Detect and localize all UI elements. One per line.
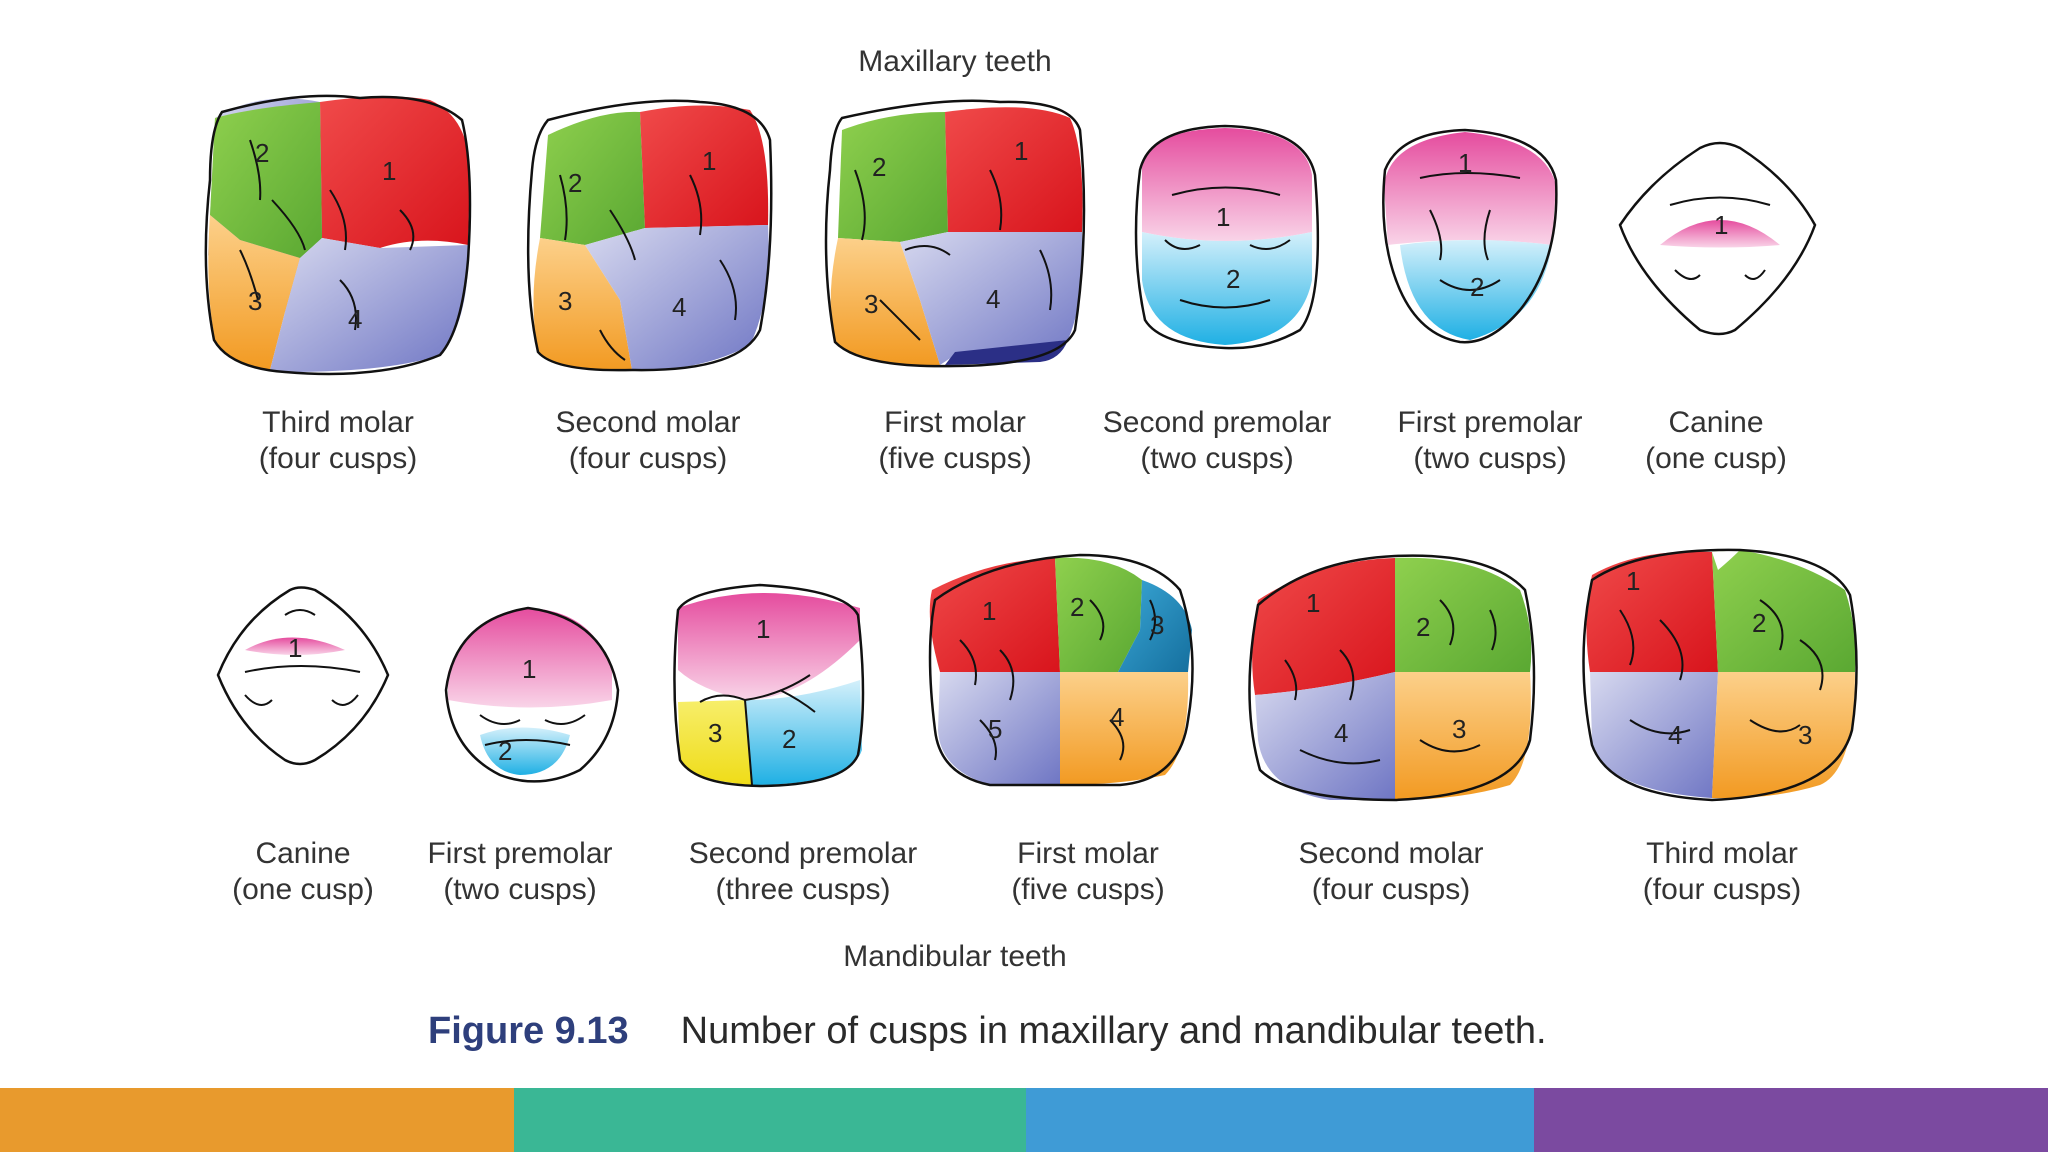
tooth-label: First premolar(two cusps) [427, 836, 612, 908]
tooth-label: First molar(five cusps) [1011, 836, 1164, 908]
tooth-name: Canine [255, 837, 351, 870]
tooth-label: First molar(five cusps) [878, 405, 1031, 477]
cusp-count: (two cusps) [443, 873, 597, 906]
tooth-name: Third molar [262, 406, 414, 439]
cusp-number: 1 [1714, 210, 1728, 240]
tooth-label: Canine(one cusp) [232, 836, 374, 908]
tooth-name: Second premolar [688, 837, 918, 870]
cusp-count: (two cusps) [1140, 442, 1294, 475]
cusp-number: 1 [1458, 148, 1472, 178]
cusp-number: 1 [522, 654, 536, 684]
cusp-count: (four cusps) [568, 442, 728, 475]
caption-text: Number of cusps in maxillary and mandibu… [680, 1010, 1547, 1052]
tooth-max-first-molar [824, 99, 1086, 368]
cusp-number: 3 [248, 286, 262, 316]
cusp-count: (four cusps) [258, 442, 418, 475]
cusp-count: (one cusp) [232, 873, 374, 906]
tooth-mand-second-premolar [673, 583, 865, 788]
cusp-number: 4 [348, 304, 362, 334]
cusp-number: 3 [1150, 610, 1164, 640]
cusp-number: 1 [756, 614, 770, 644]
footer-segment-teal [514, 1088, 1026, 1152]
footer-segment-orange [0, 1088, 514, 1152]
figure-number: Figure 9.13 [428, 1010, 629, 1052]
tooth-mand-first-premolar [444, 606, 620, 783]
figure-caption: Figure 9.13 Number of cusps in maxillary … [428, 1010, 1547, 1053]
cusp-number: 2 [255, 138, 269, 168]
cusp-number: 1 [382, 156, 396, 186]
cusp-number: 2 [782, 724, 796, 754]
maxillary-title: Maxillary teeth [858, 45, 1052, 78]
cusp-number: 4 [986, 284, 1000, 314]
cusp-number: 4 [1668, 720, 1682, 750]
footer-segment-purple [1534, 1088, 2048, 1152]
cusp-count: (five cusps) [1011, 873, 1165, 906]
tooth-mand-third-molar [1582, 548, 1858, 802]
cusp-number: 1 [288, 633, 302, 663]
tooth-label: Second premolar(two cusps) [1103, 405, 1331, 477]
cusp-count: (two cusps) [1413, 442, 1567, 475]
cusp-count: (one cusp) [1645, 442, 1787, 475]
tooth-label: Third molar(four cusps) [259, 405, 417, 477]
mandibular-title: Mandibular teeth [843, 940, 1067, 973]
cusp-number: 3 [1452, 714, 1466, 744]
tooth-mand-canine [216, 586, 390, 766]
tooth-label: Canine(one cusp) [1645, 405, 1787, 477]
cusp-number: 3 [864, 289, 878, 319]
cusp-number: 4 [672, 292, 686, 322]
cusp-number: 2 [568, 168, 582, 198]
tooth-mand-first-molar [928, 553, 1194, 787]
tooth-max-first-premolar [1382, 128, 1558, 344]
cusp-number: 5 [988, 714, 1002, 744]
cusp-number: 1 [1216, 202, 1230, 232]
tooth-name: First molar [1017, 837, 1159, 870]
cusp-number: 4 [1334, 718, 1348, 748]
tooth-name: First premolar [427, 837, 613, 870]
footer-segment-blue [1026, 1088, 1534, 1152]
cusp-number: 1 [982, 596, 996, 626]
cusp-count: (four cusps) [1311, 873, 1471, 906]
cusp-number: 2 [872, 152, 886, 182]
tooth-max-second-premolar [1134, 124, 1320, 350]
tooth-label: Second premolar(three cusps) [689, 836, 917, 908]
cusp-number: 2 [498, 736, 512, 766]
tooth-label: Second molar(four cusps) [1298, 836, 1483, 908]
cusp-number: 4 [1110, 702, 1124, 732]
cusp-number: 1 [1014, 136, 1028, 166]
cusp-number: 1 [1626, 566, 1640, 596]
cusp-number: 2 [1226, 264, 1240, 294]
cusp-number: 3 [708, 718, 722, 748]
cusp-number: 3 [1798, 720, 1812, 750]
tooth-max-third-molar [204, 94, 472, 376]
tooth-name: First premolar [1397, 406, 1583, 439]
cusp-number: 2 [1070, 592, 1084, 622]
cusp-number: 2 [1752, 608, 1766, 638]
tooth-mand-second-molar [1248, 554, 1536, 802]
cusp-number: 1 [702, 146, 716, 176]
tooth-name: Second molar [555, 406, 741, 439]
footer-color-bar [0, 1088, 2048, 1152]
cusp-count: (three cusps) [715, 873, 891, 906]
cusp-count: (four cusps) [1642, 873, 1802, 906]
tooth-name: Third molar [1646, 837, 1798, 870]
tooth-label: Third molar(four cusps) [1643, 836, 1801, 908]
cusp-number: 3 [558, 286, 572, 316]
tooth-label: Second molar(four cusps) [555, 405, 740, 477]
cusp-number: 1 [1306, 588, 1320, 618]
tooth-name: Canine [1668, 406, 1764, 439]
cusp-number: 2 [1470, 272, 1484, 302]
cusp-number: 2 [1416, 612, 1430, 642]
tooth-max-canine [1618, 141, 1817, 336]
cusp-count: (five cusps) [878, 442, 1032, 475]
tooth-name: Second premolar [1102, 406, 1332, 439]
tooth-max-second-molar [526, 99, 773, 372]
tooth-label: First premolar(two cusps) [1397, 405, 1582, 477]
tooth-name: Second molar [1298, 837, 1484, 870]
tooth-name: First molar [884, 406, 1026, 439]
